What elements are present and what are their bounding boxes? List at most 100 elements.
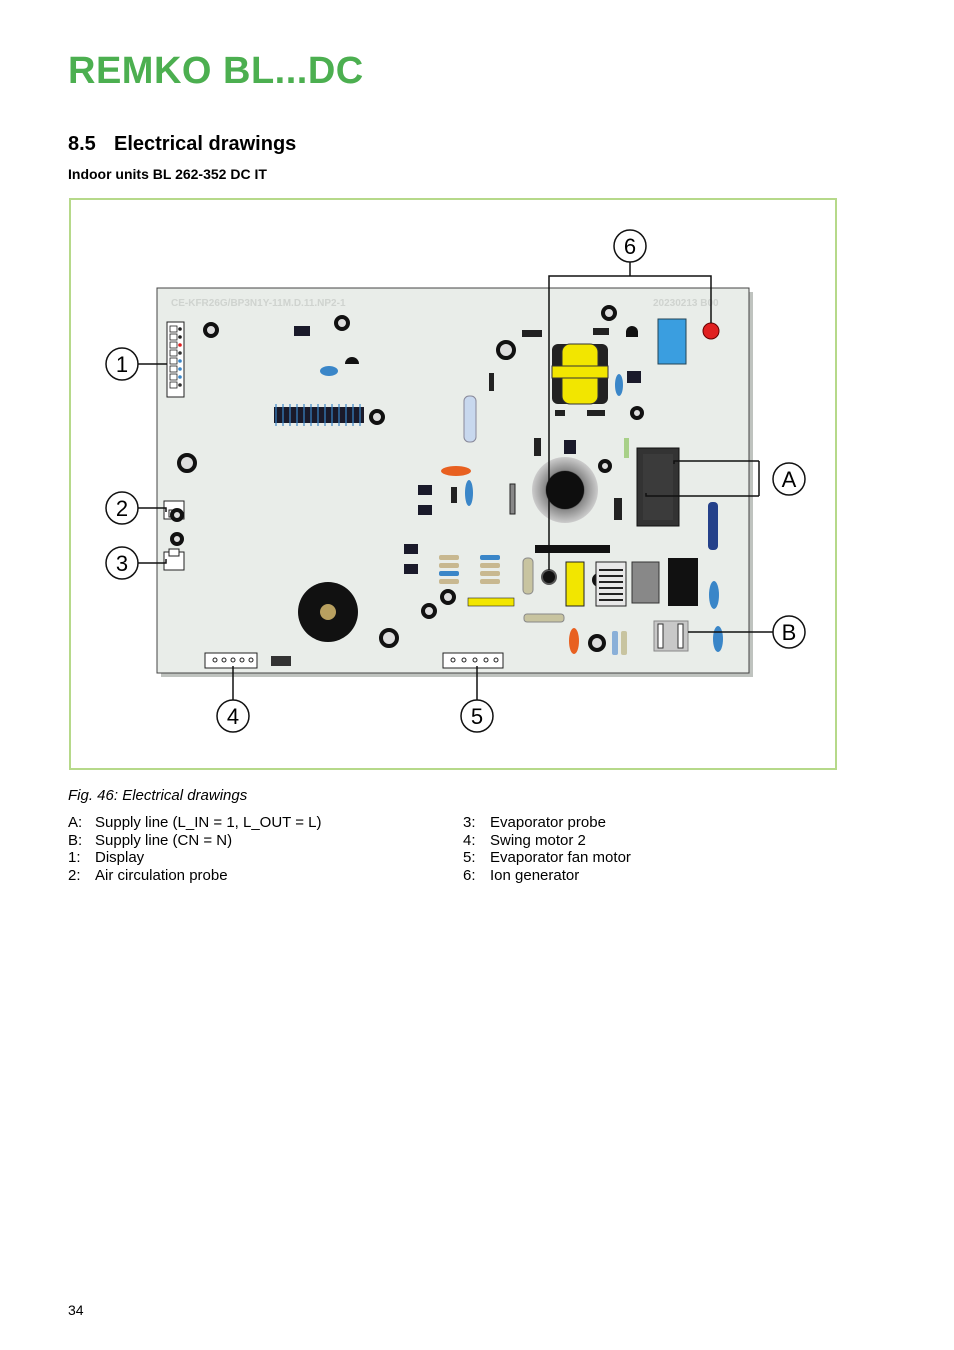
evaporator-probe-connector: [163, 548, 185, 571]
legend-text: Evaporator fan motor: [490, 849, 631, 866]
callout-a-label: A: [782, 467, 797, 492]
microcontroller-pins: [275, 404, 361, 426]
capacitor: [615, 374, 623, 396]
grey-capacitor: [631, 561, 660, 604]
supply-terminal-n: [653, 620, 689, 652]
callout-leaders: [138, 261, 773, 701]
legend-text: Display: [95, 849, 145, 866]
legend-key: B:: [68, 831, 83, 849]
legend-left: A: Supply line (L_IN = 1, L_OUT = L) B: Su…: [68, 814, 322, 884]
capacitor: [522, 557, 534, 595]
diode: [587, 410, 605, 416]
callout-b-label: B: [782, 620, 797, 645]
microcontroller-chip: [274, 407, 364, 423]
ion-generator-output: [702, 322, 720, 340]
callout-4: 4: [216, 699, 250, 733]
legend-item: B: Supply line (CN = N): [68, 832, 322, 850]
callout-1-label: 1: [116, 352, 128, 377]
display-connector: [166, 321, 185, 398]
legend-key: 3:: [463, 814, 476, 831]
capacitor: [709, 581, 719, 609]
transformer: [551, 343, 609, 405]
figure-frame: CE-KFR26G/BP3N1Y-11M.D.11.NP2-1 20230213…: [69, 198, 837, 770]
resistor-large: [463, 395, 477, 443]
legend-item: 2: Air circulation probe: [68, 867, 322, 885]
board-print-right: 20230213 B00: [653, 298, 719, 309]
diode: [522, 330, 542, 337]
electrolytic-capacitor-top: [546, 471, 584, 509]
relay-body: [643, 454, 673, 520]
yellow-capacitor: [565, 561, 585, 607]
coil: [595, 561, 627, 607]
ion-generator-terminal: [541, 569, 557, 585]
diode: [489, 373, 494, 391]
legend-key: A:: [68, 814, 83, 831]
diode: [593, 328, 609, 335]
legend-text: Ion generator: [490, 866, 580, 884]
figure-caption: Fig. 46: Electrical drawings: [68, 787, 248, 804]
legend-key: 6:: [463, 866, 476, 884]
transistor: [626, 326, 638, 337]
legend-key: 1:: [68, 849, 81, 866]
heatsink-bar: [535, 545, 610, 553]
legend-text: Supply line (L_IN = 1, L_OUT = L): [95, 814, 322, 831]
section-number: 8.5: [68, 133, 96, 155]
varistor: [708, 502, 718, 550]
page-number: 34: [68, 1302, 84, 1318]
section-title: Electrical drawings: [114, 133, 297, 155]
small-ic: [294, 326, 310, 336]
callout-a: A: [772, 462, 806, 496]
black-capacitor: [668, 558, 698, 606]
capacitor: [320, 366, 338, 376]
legend-item: 6: Ion generator: [463, 867, 631, 885]
section-heading: 8.5 Electrical drawings: [68, 133, 296, 156]
resistor-bank: [439, 555, 500, 584]
diode: [555, 410, 565, 416]
resistor: [523, 613, 565, 623]
callout-6-label: 6: [624, 234, 636, 259]
legend-text: Air circulation probe: [95, 866, 228, 884]
capacitor: [465, 480, 473, 506]
legend-item: 3: Evaporator probe: [463, 814, 631, 832]
legend-text: Evaporator probe: [490, 814, 606, 831]
transistor-pack: [418, 505, 432, 515]
legend-text: Supply line (CN = N): [95, 831, 233, 849]
transistor-pack: [418, 485, 432, 495]
resistor: [624, 438, 629, 458]
transistor-pack: [404, 544, 418, 554]
legend-right: 3:Evaporator probe 4:Swing motor 2 5:Eva…: [463, 814, 631, 884]
resistor: [621, 631, 627, 655]
callout-6: 6: [613, 229, 647, 263]
callout-3: 3: [105, 546, 139, 580]
resistor: [612, 631, 618, 655]
callout-1: 1: [105, 347, 139, 381]
orange-capacitor: [441, 466, 471, 476]
callout-2-label: 2: [116, 496, 128, 521]
fan-motor-connector: [442, 652, 504, 669]
brand-title: REMKO BL...DC: [68, 50, 364, 92]
legend-item: 5:Evaporator fan motor: [463, 849, 631, 867]
blue-capacitor: [657, 318, 687, 365]
subheading: Indoor units BL 262-352 DC IT: [68, 166, 267, 182]
callout-2: 2: [105, 491, 139, 525]
callout-4-label: 4: [227, 704, 239, 729]
transistor-pack: [627, 371, 641, 383]
transistor-pack: [404, 564, 418, 574]
resistor: [509, 483, 516, 515]
diode: [614, 498, 622, 520]
swing-motor-connector: [204, 652, 258, 669]
diode: [534, 438, 541, 456]
yellow-resistor: [467, 597, 515, 607]
callout-5: 5: [460, 699, 494, 733]
capacitor: [569, 628, 579, 654]
legend-item: 1: Display: [68, 849, 322, 867]
capacitor: [713, 626, 723, 652]
callout-b: B: [772, 615, 806, 649]
legend-text: Swing motor 2: [490, 831, 586, 849]
buzzer-center: [320, 604, 336, 620]
callout-3-label: 3: [116, 551, 128, 576]
legend-item: A: Supply line (L_IN = 1, L_OUT = L): [68, 814, 322, 832]
legend-key: 2:: [68, 866, 81, 884]
board-print-left: CE-KFR26G/BP3N1Y-11M.D.11.NP2-1: [171, 298, 346, 309]
callout-5-label: 5: [471, 704, 483, 729]
